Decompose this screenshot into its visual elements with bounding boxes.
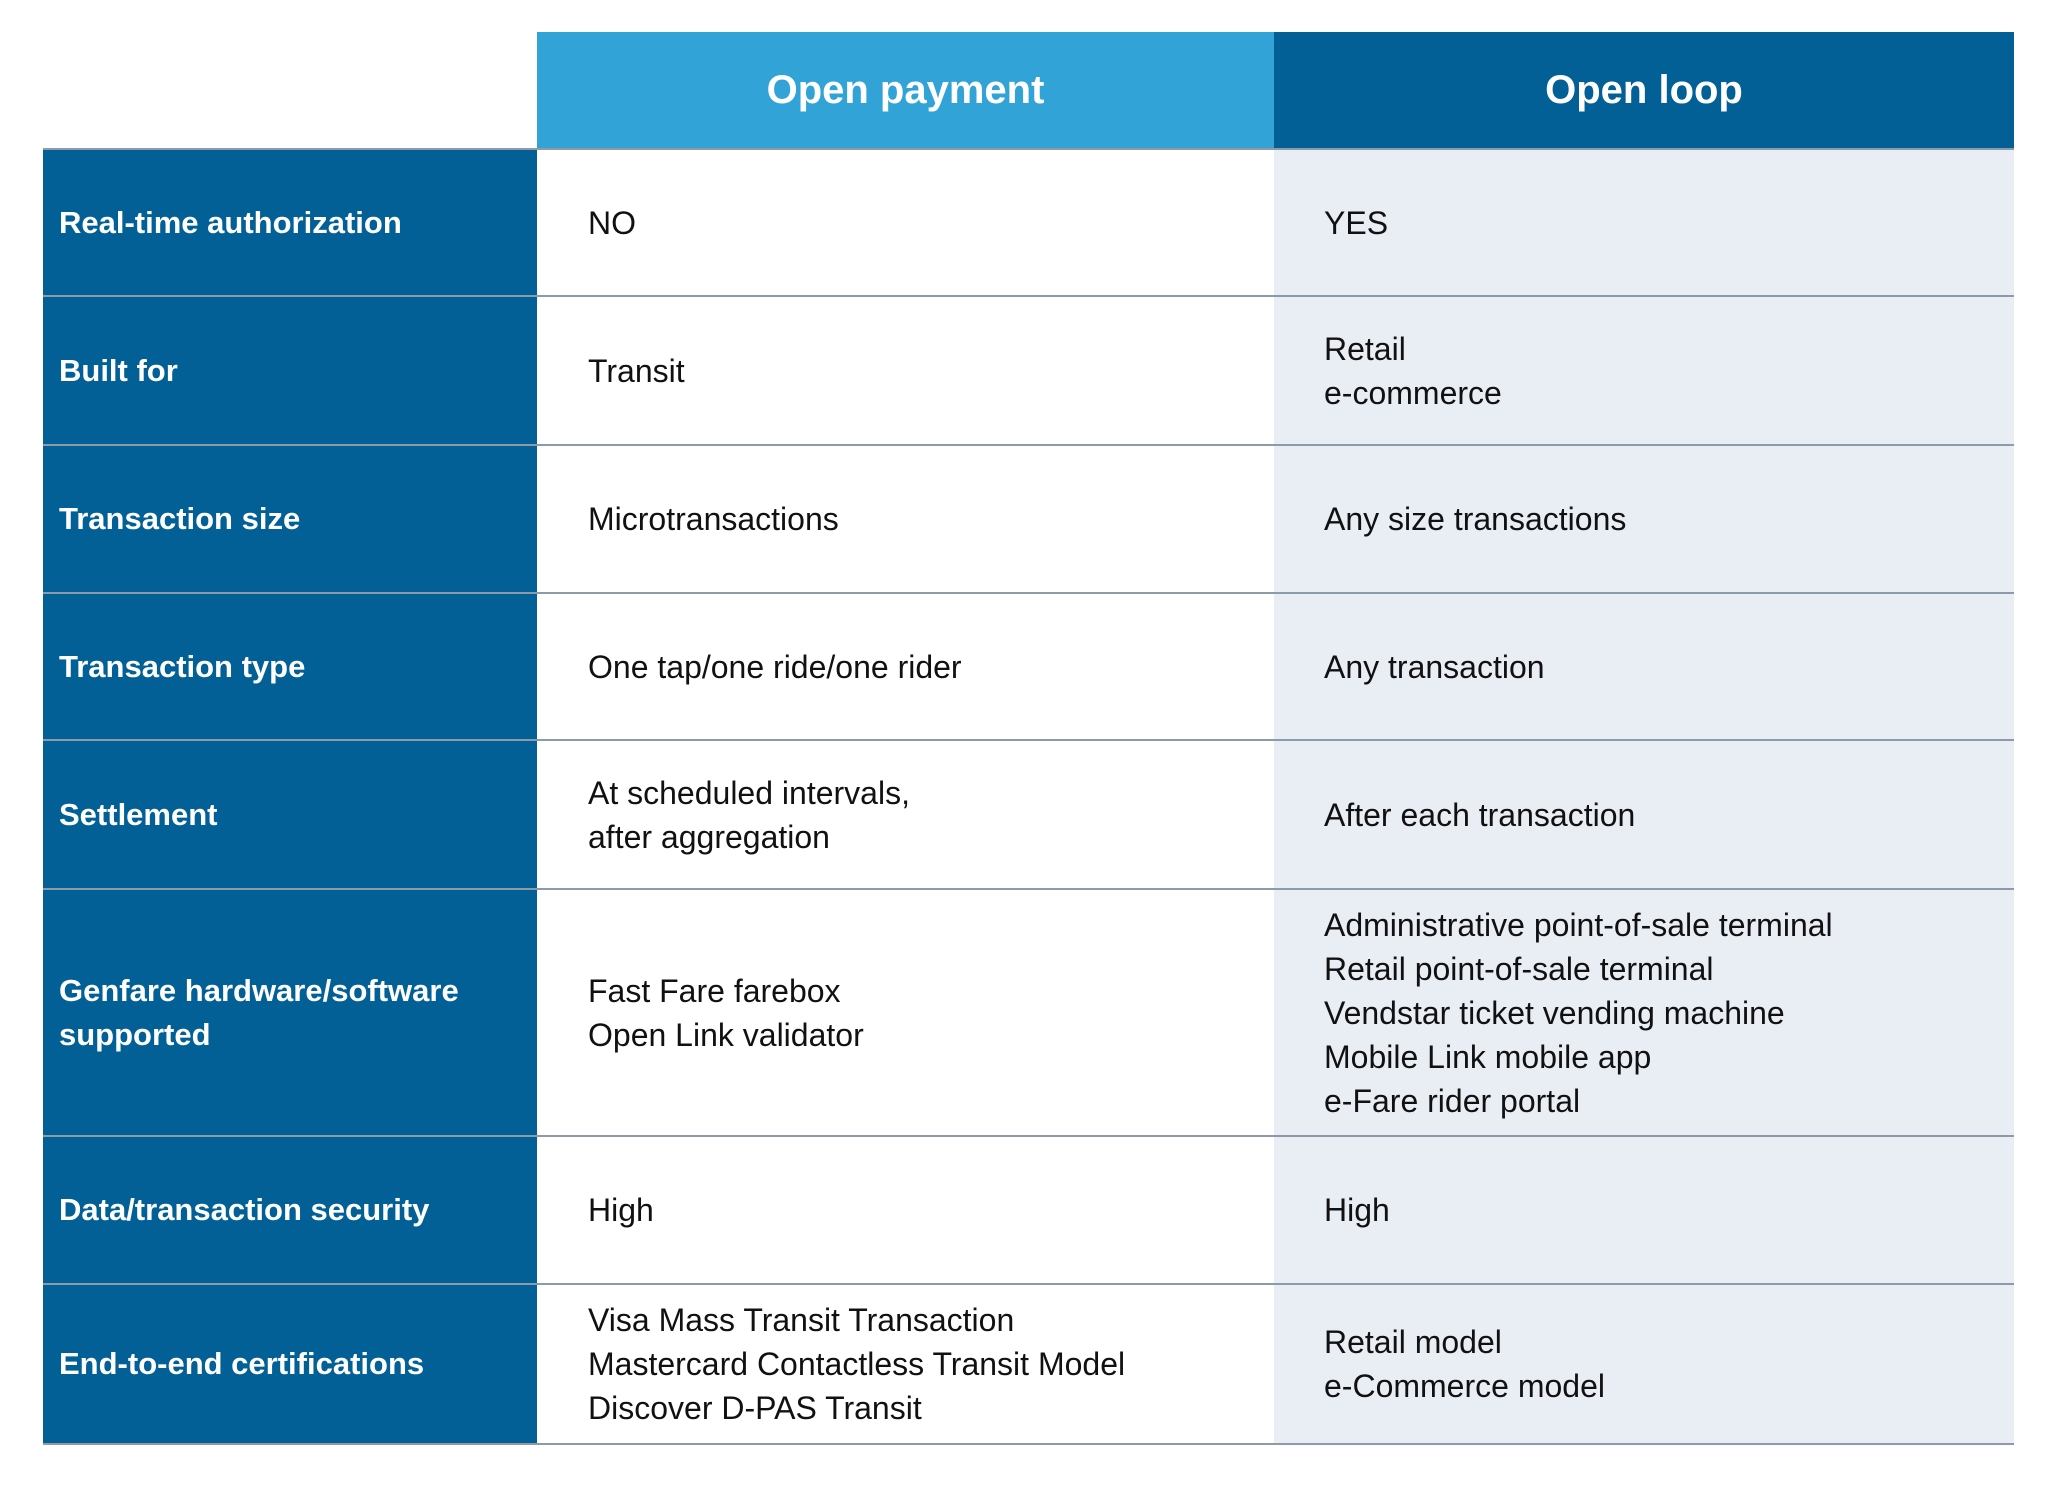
cell-text: e-commerce <box>1324 374 1502 411</box>
cell-text: High <box>588 1192 654 1228</box>
open-loop-cell: Retail e-commerce <box>1274 297 2014 444</box>
cell-text: Administrative point-of-sale terminal <box>1324 906 1833 943</box>
open-payment-cell: High <box>537 1137 1274 1283</box>
cell-text: Discover D-PAS Transit <box>588 1390 922 1426</box>
table-row: Genfare hardware/software supported Fast… <box>43 888 2014 1135</box>
open-loop-cell: Retail model e-Commerce model <box>1274 1285 2014 1443</box>
open-payment-cell: At scheduled intervals, after aggregatio… <box>537 741 1274 888</box>
table-row: Built for Transit Retail e-commerce <box>43 295 2014 444</box>
cell-text: Retail <box>1324 330 1406 367</box>
cell-text: One tap/one ride/one rider <box>588 648 962 685</box>
table-row: Real-time authorization NO YES <box>43 148 2014 295</box>
open-loop-cell: High <box>1274 1137 2014 1283</box>
row-label: End-to-end certifications <box>43 1285 537 1443</box>
row-label: Built for <box>43 297 537 444</box>
row-label-text: Real-time authorization <box>59 204 402 240</box>
cell-text: e-Commerce model <box>1324 1368 1605 1404</box>
header-open-loop: Open loop <box>1274 32 2014 148</box>
cell-text: Retail point-of-sale terminal <box>1324 950 1714 987</box>
row-label-text: Transaction size <box>59 501 301 536</box>
open-loop-cell: Any transaction <box>1274 594 2014 739</box>
row-label-text: Settlement <box>59 796 218 832</box>
row-label-text: End-to-end certifications <box>59 1346 425 1381</box>
row-label: Transaction type <box>43 594 537 739</box>
open-loop-cell: After each transaction <box>1274 741 2014 888</box>
row-label: Settlement <box>43 741 537 888</box>
open-payment-cell: One tap/one ride/one rider <box>537 594 1274 739</box>
cell-text: High <box>1324 1192 1390 1228</box>
cell-text: Microtransactions <box>588 501 839 537</box>
open-loop-cell: Any size transactions <box>1274 446 2014 592</box>
cell-text: Any transaction <box>1324 648 1545 685</box>
cell-text: Transit <box>588 352 685 389</box>
cell-text: Open Link validator <box>588 1016 864 1053</box>
table-row: End-to-end certifications Visa Mass Tran… <box>43 1283 2014 1445</box>
row-label: Genfare hardware/software supported <box>43 890 537 1135</box>
cell-text: Retail model <box>1324 1324 1502 1360</box>
open-payment-cell: Fast Fare farebox Open Link validator <box>537 890 1274 1135</box>
open-payment-cell: NO <box>537 150 1274 295</box>
cell-text: At scheduled intervals, <box>588 774 910 811</box>
row-label-text: supported <box>59 1016 211 1052</box>
cell-text: YES <box>1324 204 1389 241</box>
cell-text: Mastercard Contactless Transit Model <box>588 1346 1126 1382</box>
row-label: Data/transaction security <box>43 1137 537 1283</box>
row-label: Transaction size <box>43 446 537 592</box>
row-label-text: Data/transaction security <box>59 1192 430 1227</box>
table-row: Data/transaction security High High <box>43 1135 2014 1283</box>
header-open-payment: Open payment <box>537 32 1274 148</box>
table-row: Settlement At scheduled intervals, after… <box>43 739 2014 888</box>
open-payment-cell: Transit <box>537 297 1274 444</box>
open-payment-cell: Visa Mass Transit Transaction Mastercard… <box>537 1285 1274 1443</box>
row-label: Real-time authorization <box>43 150 537 295</box>
cell-text: Vendstar ticket vending machine <box>1324 994 1785 1031</box>
open-payment-cell: Microtransactions <box>537 446 1274 592</box>
open-loop-cell: Administrative point-of-sale terminal Re… <box>1274 890 2014 1135</box>
open-loop-cell: YES <box>1274 150 2014 295</box>
cell-text: after aggregation <box>588 818 830 855</box>
row-label-text: Transaction type <box>59 648 306 684</box>
cell-text: Mobile Link mobile app <box>1324 1038 1652 1075</box>
cell-text: NO <box>588 204 636 241</box>
table-row: Transaction type One tap/one ride/one ri… <box>43 592 2014 739</box>
cell-text: Any size transactions <box>1324 501 1627 537</box>
cell-text: e-Fare rider portal <box>1324 1082 1581 1119</box>
row-label-text: Genfare hardware/software <box>59 972 459 1008</box>
cell-text: Visa Mass Transit Transaction <box>588 1302 1015 1338</box>
table-row: Transaction size Microtransactions Any s… <box>43 444 2014 592</box>
row-label-text: Built for <box>59 352 178 388</box>
cell-text: Fast Fare farebox <box>588 972 841 1009</box>
cell-text: After each transaction <box>1324 796 1636 833</box>
